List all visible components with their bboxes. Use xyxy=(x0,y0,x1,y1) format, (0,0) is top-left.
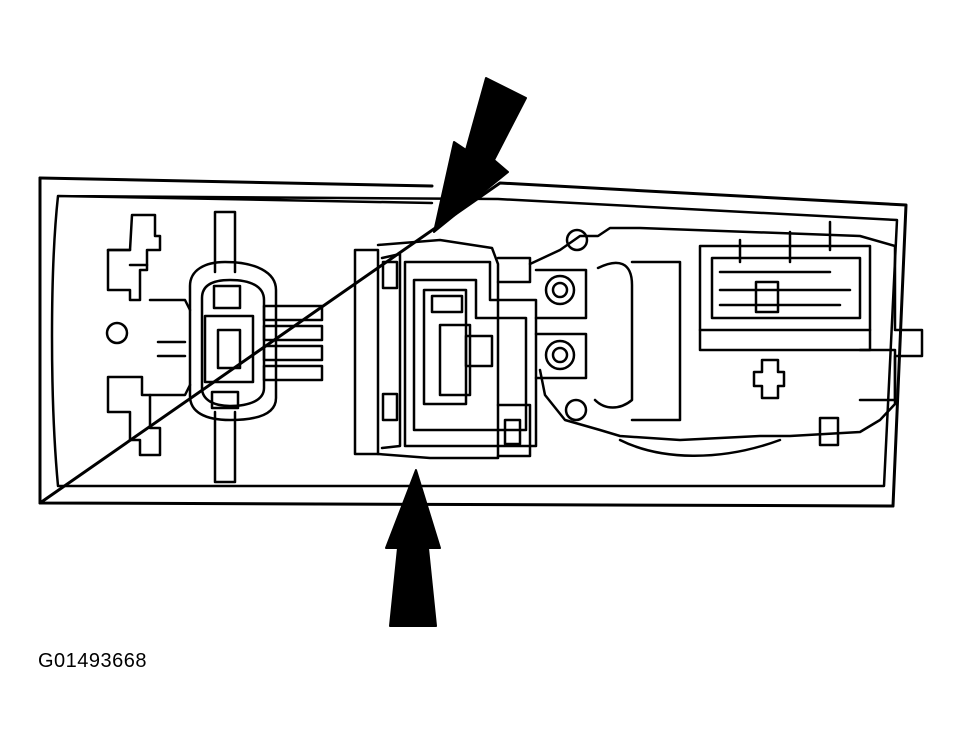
lower-arrow xyxy=(385,469,441,627)
housing-panel xyxy=(38,176,908,508)
upper-arrow xyxy=(433,77,527,233)
left-connector-module xyxy=(105,210,324,484)
center-switch-block xyxy=(353,238,538,460)
right-mechanism xyxy=(528,220,924,457)
figure-reference-code: G01493668 xyxy=(38,650,148,672)
